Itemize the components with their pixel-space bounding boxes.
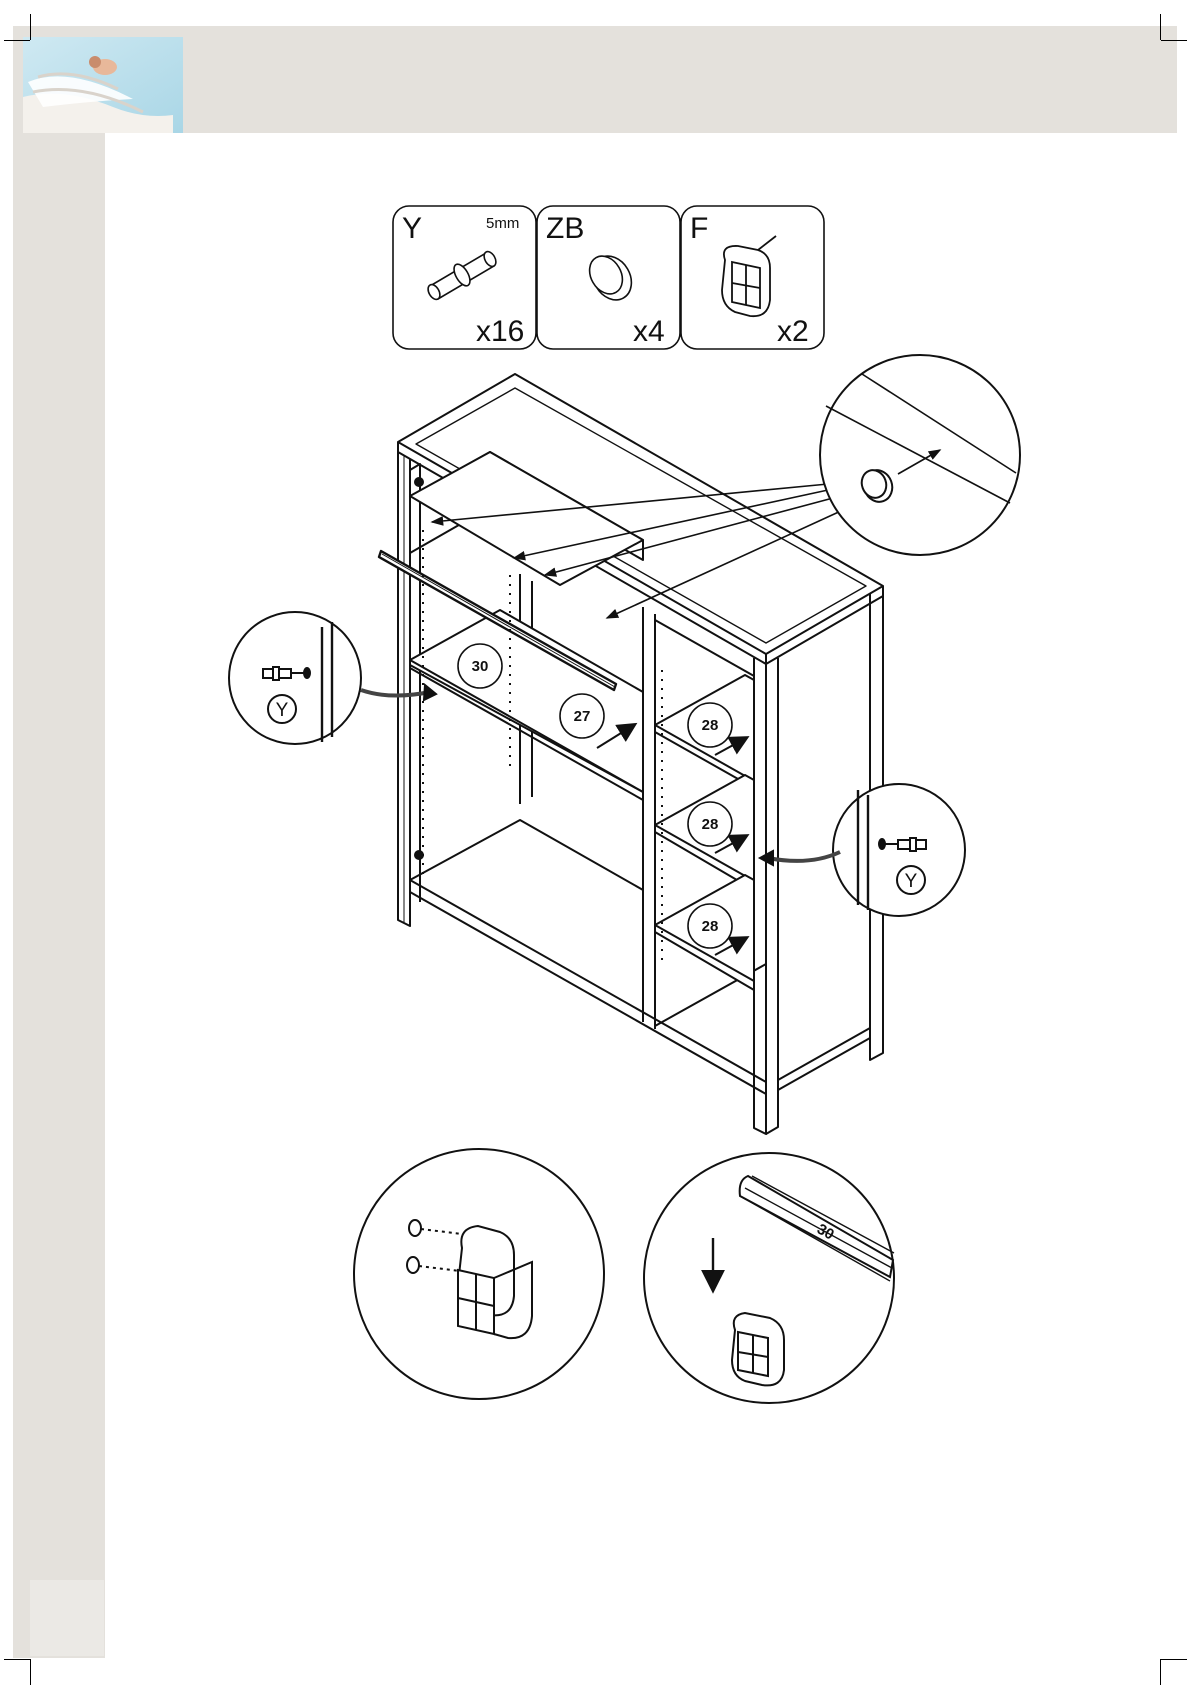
part-code-zb: ZB: [546, 212, 584, 245]
dowel-detail-left-label: Y: [276, 700, 289, 721]
dowel-detail-right-label: Y: [905, 871, 918, 892]
part-qty-f: x2: [777, 315, 809, 348]
part-size-y: 5mm: [486, 215, 519, 232]
rail-insert-detail: [644, 1153, 894, 1403]
part-code-y: Y: [402, 212, 422, 245]
callout-28-mid-label: 28: [702, 816, 719, 833]
cap-detail-circle: [820, 355, 1020, 555]
part-code-f: F: [690, 212, 708, 245]
callout-28-top-label: 28: [702, 717, 719, 734]
dowel-detail-right: [760, 784, 965, 916]
callout-28-bottom-label: 28: [702, 918, 719, 935]
cabinet-drawing: [379, 374, 883, 1134]
bracket-mount-detail: [354, 1149, 604, 1399]
callout-30-label: 30: [472, 658, 489, 675]
dowel-detail-left: [229, 612, 436, 744]
callout-27-label: 27: [574, 708, 591, 725]
part-qty-zb: x4: [633, 315, 665, 348]
part-qty-y: x16: [476, 315, 524, 348]
